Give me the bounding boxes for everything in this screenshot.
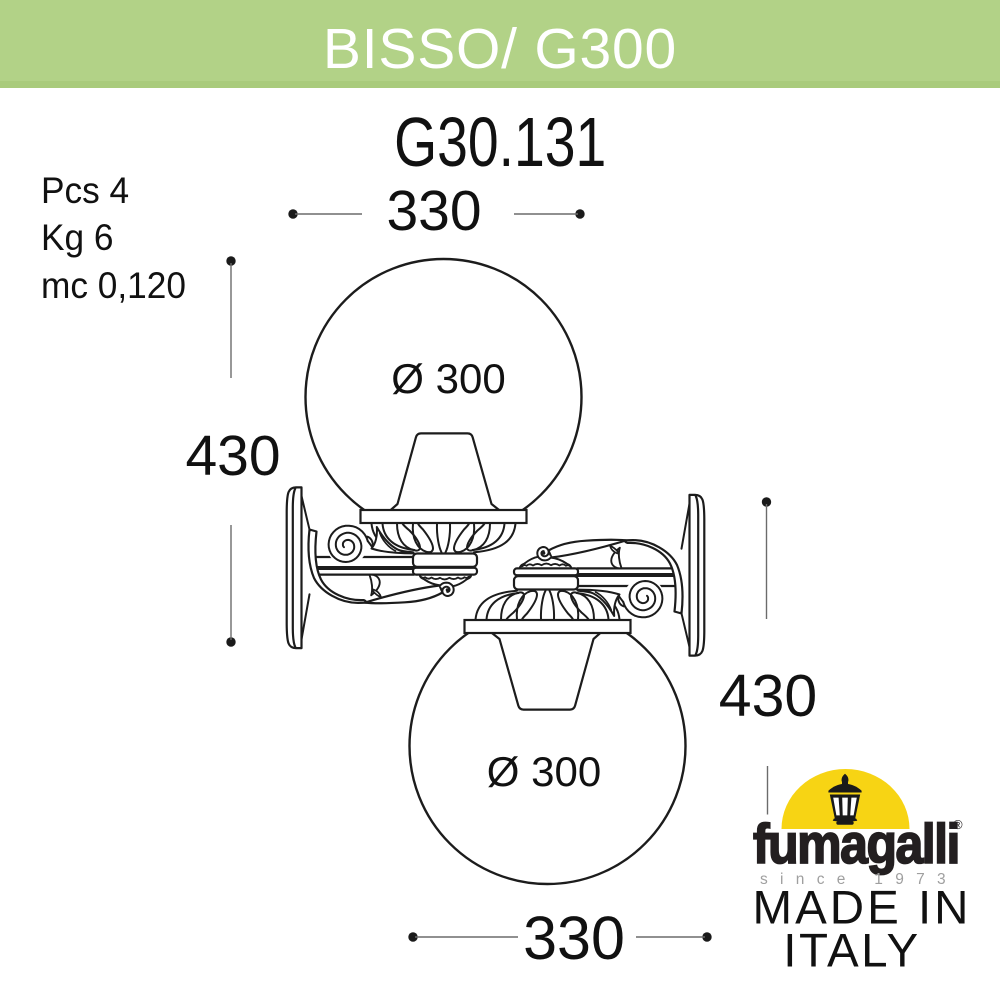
svg-text:Ø 300: Ø 300: [391, 355, 505, 402]
svg-text:330: 330: [523, 904, 625, 972]
svg-text:fumagalli: fumagalli: [753, 813, 959, 875]
svg-text:330: 330: [386, 179, 481, 243]
svg-text:430: 430: [719, 663, 817, 729]
svg-text:430: 430: [185, 424, 280, 488]
svg-text:since 1973: since 1973: [760, 871, 958, 888]
svg-text:ITALY: ITALY: [783, 925, 920, 978]
svg-text:®: ®: [953, 817, 963, 832]
svg-text:Ø 300: Ø 300: [487, 748, 601, 795]
svg-text:MADE IN: MADE IN: [753, 882, 972, 935]
